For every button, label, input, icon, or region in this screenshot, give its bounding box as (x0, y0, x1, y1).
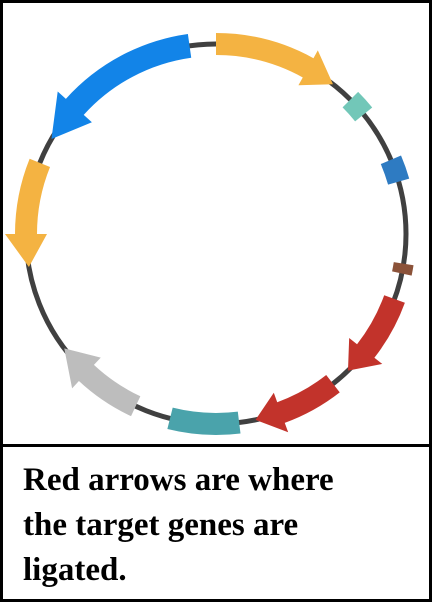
brown-block (392, 262, 414, 276)
red-arrow-right (347, 295, 405, 371)
teal-bar-bottom (167, 407, 241, 435)
yellow-arrow-left (5, 158, 51, 267)
red-arrow-bottom (255, 375, 340, 433)
caption-line-1: Red arrows are where (23, 462, 334, 498)
blue-arrow-top-left (51, 33, 192, 139)
plasmid-features (5, 33, 414, 435)
yellow-arrow-top (216, 33, 333, 86)
caption-text: Red arrows are where the target genes ar… (23, 458, 418, 593)
teal-block (342, 91, 373, 122)
caption-line-3: ligated. (23, 552, 127, 588)
dark-blue-block (380, 155, 410, 185)
caption-line-2: the target genes are (23, 507, 299, 543)
gray-arrow (64, 348, 141, 417)
